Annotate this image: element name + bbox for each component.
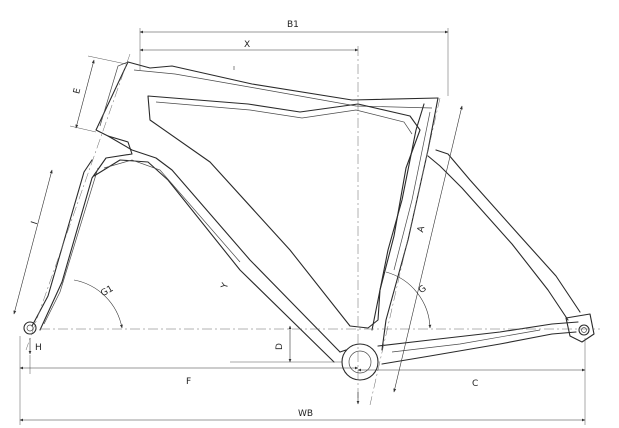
bike-frame: [23, 61, 595, 381]
dim-g: [385, 271, 432, 329]
label-c: C: [472, 379, 478, 389]
top-tube: [127, 61, 439, 101]
bottom-bracket: [341, 343, 379, 381]
dimension-lines: [13, 30, 586, 422]
label-a: A: [416, 224, 427, 233]
fork: [31, 159, 93, 327]
dim-a: [393, 105, 463, 393]
dim-i: [13, 169, 53, 315]
rear-dropout: [578, 324, 590, 336]
label-i: I: [30, 220, 40, 226]
seat-tube: [381, 97, 439, 351]
head-tube: [39, 61, 133, 331]
reference-lines: [19, 28, 600, 425]
label-wb: WB: [298, 409, 313, 419]
label-b1: B1: [287, 20, 299, 30]
down-tube: [107, 135, 341, 353]
seat-stay: [435, 149, 581, 313]
label-h: H: [35, 343, 42, 353]
label-d: D: [275, 343, 285, 350]
label-g: G: [417, 284, 429, 296]
dim-e: [75, 59, 95, 129]
front-dropout: [23, 321, 37, 335]
label-e: E: [72, 87, 83, 95]
label-f: F: [186, 377, 191, 387]
label-g1: G1: [99, 284, 115, 299]
dim-g1: [73, 279, 123, 329]
label-y: Y: [220, 281, 232, 290]
front-triangle-inner: [147, 95, 421, 329]
label-x: X: [244, 40, 250, 50]
